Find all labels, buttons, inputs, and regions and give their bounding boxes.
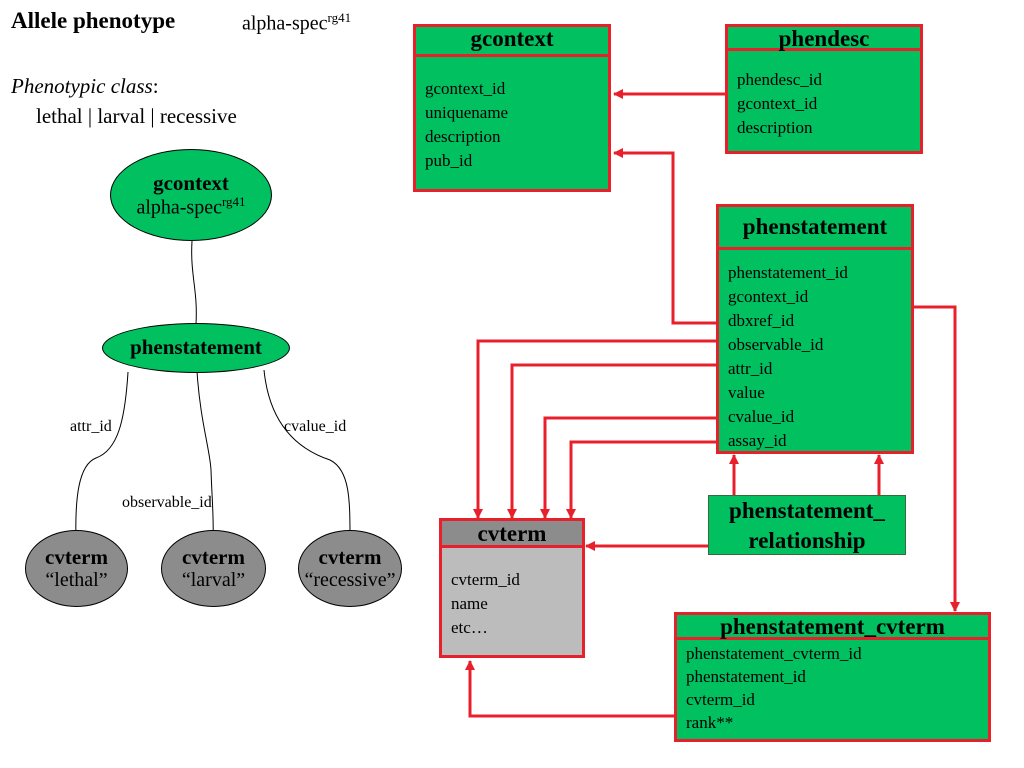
table-cvterm: cvterm cvterm_id name etc…: [439, 518, 585, 658]
edge-label-observable: observable_id: [122, 494, 212, 511]
arrow-phenstatement-gcontext: [613, 148, 716, 325]
field: name: [451, 594, 488, 613]
allele-superscript: rg41: [327, 10, 352, 25]
table-cvterm-header: cvterm: [442, 521, 582, 548]
field: value: [728, 383, 765, 402]
field: dbxref_id: [728, 311, 795, 330]
class-label-colon: :: [152, 74, 159, 98]
table-gcontext: gcontext gcontext_id uniquename descript…: [413, 24, 611, 192]
field: cvterm_id: [451, 570, 520, 589]
allele-name: alpha-specrg41: [242, 10, 351, 36]
class-label-text: Phenotypic class: [11, 74, 153, 98]
tree-node-cvterm-value: “lethal”: [45, 569, 108, 592]
tree-node-gcontext-sub-sup: rg41: [221, 193, 246, 209]
table-phenstatement-cvterm: phenstatement_cvterm phenstatement_cvter…: [674, 612, 991, 742]
field: attr_id: [728, 359, 773, 378]
arrow-phenstatement-cvterm-cvterm: [465, 660, 676, 718]
tree-node-cvterm-value: “recessive”: [304, 569, 396, 592]
field: uniquename: [425, 103, 509, 122]
arrow-attr-cvterm: [507, 363, 716, 519]
field: pub_id: [425, 151, 473, 170]
field: observable_id: [728, 335, 824, 354]
table-cvterm-fields: cvterm_id name etc…: [442, 548, 582, 640]
field: cvterm_id: [686, 690, 755, 709]
field: phenstatement_id: [728, 263, 848, 282]
table-phenstatement: phenstatement phenstatement_id gcontext_…: [716, 204, 914, 454]
field: rank**: [686, 713, 734, 732]
relationship-line2: relationship: [748, 528, 866, 553]
table-phendesc: phendesc phendesc_id gcontext_id descrip…: [725, 24, 923, 154]
tree-edge-attr: [75, 371, 129, 541]
table-phendesc-header: phendesc: [728, 27, 920, 51]
table-phenstatement-header: phenstatement: [719, 207, 911, 250]
tree-node-cvterm-larval: cvterm “larval”: [161, 530, 266, 607]
field: cvalue_id: [728, 407, 795, 426]
table-phendesc-fields: phendesc_id gcontext_id description: [728, 51, 920, 140]
tree-node-gcontext-subtitle: alpha-specrg41: [136, 193, 246, 219]
arrow-observable-cvterm: [473, 339, 716, 519]
field: phendesc_id: [737, 70, 822, 89]
page-title: Allele phenotype: [11, 8, 176, 33]
field: etc…: [451, 618, 488, 637]
tree-node-gcontext-title: gcontext: [153, 170, 229, 195]
allele-base: alpha-spec: [242, 12, 328, 35]
arrow-assay-cvterm: [566, 440, 716, 519]
edge-label-attr: attr_id: [70, 418, 112, 435]
table-gcontext-header: gcontext: [416, 27, 608, 57]
tree-node-cvterm-value: “larval”: [181, 569, 246, 592]
field: gcontext_id: [425, 79, 506, 98]
field: gcontext_id: [737, 94, 818, 113]
tree-edge-observable: [196, 370, 214, 541]
field: description: [425, 127, 501, 146]
field: phenstatement_id: [686, 667, 806, 686]
table-phenstatement-cvterm-header: phenstatement_cvterm: [677, 615, 988, 640]
tree-edge-cvalue: [263, 369, 351, 541]
field: gcontext_id: [728, 287, 809, 306]
arrow-phenstatement-cvterm-link: [913, 305, 960, 612]
field: description: [737, 118, 813, 137]
tree-node-cvterm-title: cvterm: [45, 544, 108, 569]
tree-node-gcontext: gcontext alpha-specrg41: [110, 149, 272, 241]
tree-node-phenstatement: phenstatement: [102, 323, 290, 373]
table-phenstatement-relationship: phenstatement_ relationship: [708, 495, 906, 555]
table-phenstatement-fields: phenstatement_id gcontext_id dbxref_id o…: [719, 250, 911, 453]
relationship-line1: phenstatement_: [729, 498, 885, 523]
table-gcontext-fields: gcontext_id uniquename description pub_i…: [416, 57, 608, 173]
tree-node-phenstatement-title: phenstatement: [130, 335, 262, 360]
tree-node-cvterm-title: cvterm: [182, 544, 245, 569]
tree-node-gcontext-sub-base: alpha-spec: [136, 196, 222, 219]
field: assay_id: [728, 431, 787, 450]
table-phenstatement-cvterm-fields: phenstatement_cvterm_id phenstatement_id…: [677, 640, 988, 734]
phenotypic-class-label: Phenotypic class:: [11, 74, 159, 99]
tree-node-cvterm-title: cvterm: [318, 544, 382, 569]
arrow-cvalue-cvterm: [540, 416, 716, 519]
field: phenstatement_cvterm_id: [686, 644, 862, 663]
tree-node-cvterm-lethal: cvterm “lethal”: [25, 530, 128, 607]
phenotypic-class-values: lethal | larval | recessive: [36, 104, 237, 128]
tree-node-cvterm-recessive: cvterm “recessive”: [298, 530, 402, 607]
tree-edge-gcontext-phenstatement: [191, 240, 197, 325]
edge-label-cvalue: cvalue_id: [284, 418, 347, 435]
